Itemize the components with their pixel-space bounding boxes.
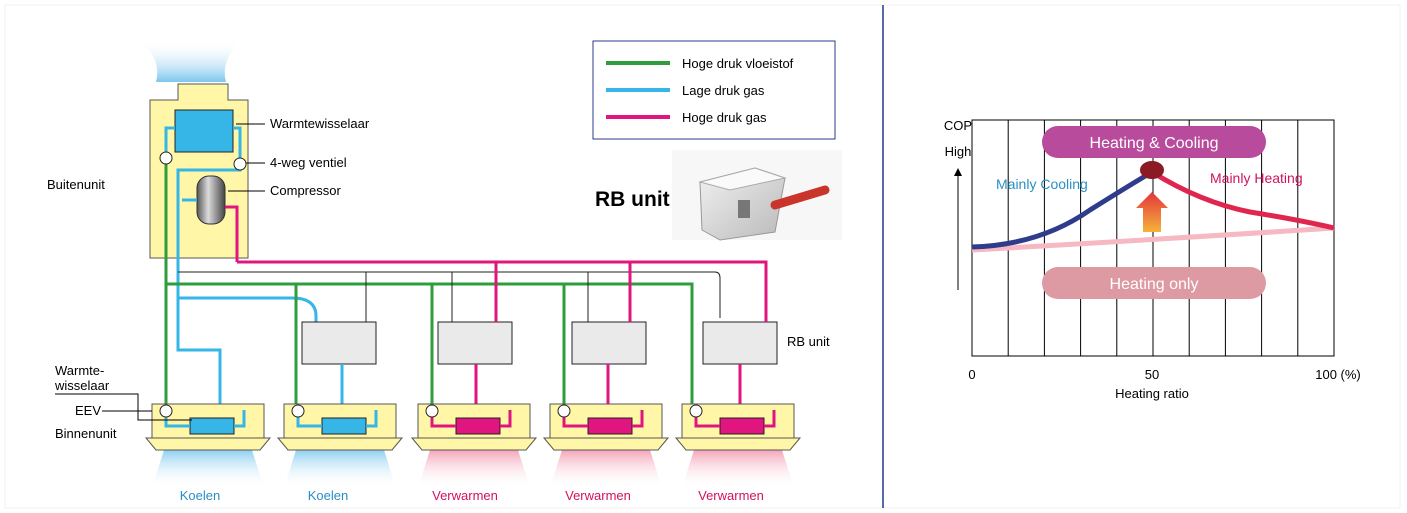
compressor-icon xyxy=(196,175,226,225)
mode-label: Verwarmen xyxy=(565,488,631,503)
chart-grid xyxy=(1007,120,1299,356)
mode-label: Verwarmen xyxy=(432,488,498,503)
mainly-heating-label: Mainly Heating xyxy=(1210,170,1303,186)
rb-unit-label: RB unit xyxy=(787,334,830,349)
indoor-units xyxy=(144,403,802,488)
indoor-grille xyxy=(674,437,802,451)
indoor-airflow xyxy=(152,450,264,488)
indoor-unit-label: Binnenunit xyxy=(55,426,117,441)
indoor-airflow xyxy=(550,450,662,488)
rb-unit-photo xyxy=(672,150,842,241)
indoor-unit xyxy=(144,403,272,488)
x-tick-label: 0 xyxy=(968,367,975,382)
indoor-labels: Warmte- wisselaar EEV Binnenunit xyxy=(54,363,192,441)
mode-label: Koelen xyxy=(308,488,348,503)
chart-y-high: High xyxy=(945,144,972,159)
indoor-grille xyxy=(276,437,404,451)
indoor-airflow xyxy=(682,450,794,488)
mainly-cooling-label: Mainly Cooling xyxy=(996,176,1088,192)
legend-label-high-gas: Hoge druk gas xyxy=(682,110,767,125)
mode-label: Koelen xyxy=(180,488,220,503)
legend: Hoge druk vloeistof Lage druk gas Hoge d… xyxy=(592,40,836,140)
mode-labels: Koelen Koelen Verwarmen Verwarmen Verwar… xyxy=(180,488,764,503)
peak-point xyxy=(1140,161,1164,179)
indoor-coil xyxy=(719,417,765,435)
indoor-hx-label-line1: Warmte- xyxy=(55,363,104,378)
indoor-unit xyxy=(542,403,670,488)
indoor-coil xyxy=(587,417,633,435)
rb-box xyxy=(571,321,647,365)
valve-label: 4-weg ventiel xyxy=(270,155,347,170)
outdoor-eev-icon xyxy=(159,151,173,165)
outdoor-heat-exchanger xyxy=(174,109,234,153)
rb-unit-title: RB unit xyxy=(595,188,670,211)
heating-curve xyxy=(1150,169,1335,231)
rb-box xyxy=(301,321,377,365)
indoor-unit xyxy=(674,403,802,488)
heat-cool-label: Heating & Cooling xyxy=(1090,135,1219,152)
indoor-unit xyxy=(410,403,538,488)
cooling-curve xyxy=(971,169,1154,250)
rb-box xyxy=(702,321,778,365)
indoor-airflow xyxy=(418,450,530,488)
eev-valve-icon xyxy=(557,404,571,418)
mode-label: Verwarmen xyxy=(698,488,764,503)
indoor-airflow xyxy=(284,450,396,488)
cop-chart: COP High Heating & Cooling Heating only … xyxy=(944,118,1361,401)
heating-only-label: Heating only xyxy=(1110,276,1199,293)
indoor-coil xyxy=(189,417,235,435)
branch-piping xyxy=(164,262,768,404)
indoor-coil xyxy=(321,417,367,435)
indoor-grille xyxy=(410,437,538,451)
eev-valve-icon xyxy=(689,404,703,418)
eev-valve-icon xyxy=(425,404,439,418)
indoor-hx-label-line2: wisselaar xyxy=(54,378,110,393)
eev-label: EEV xyxy=(75,403,101,418)
four-way-valve-icon xyxy=(233,157,247,171)
legend-label-low-gas: Lage druk gas xyxy=(682,83,765,98)
compressor-label: Compressor xyxy=(270,183,341,198)
heating-only-pill xyxy=(1042,267,1266,299)
chart-y-title: COP xyxy=(944,118,972,133)
x-tick-label: 100 (%) xyxy=(1315,367,1361,382)
indoor-grille xyxy=(144,437,272,451)
x-tick-label: 50 xyxy=(1145,367,1159,382)
indoor-unit xyxy=(276,403,404,488)
indoor-coil xyxy=(455,417,501,435)
increase-arrow-icon xyxy=(1136,192,1168,232)
eev-valve-icon xyxy=(159,404,173,418)
heat-cool-pill xyxy=(1042,126,1266,158)
chart-x-label: Heating ratio xyxy=(1115,386,1189,401)
outdoor-unit-label: Buitenunit xyxy=(47,177,105,192)
indoor-grille xyxy=(542,437,670,451)
eev-valve-icon xyxy=(291,404,305,418)
outdoor-hx-label: Warmtewisselaar xyxy=(270,116,370,131)
heating-only-curve xyxy=(971,225,1335,253)
outdoor-airflow xyxy=(140,40,242,82)
rb-box xyxy=(437,321,513,365)
legend-label-liquid: Hoge druk vloeistof xyxy=(682,56,794,71)
